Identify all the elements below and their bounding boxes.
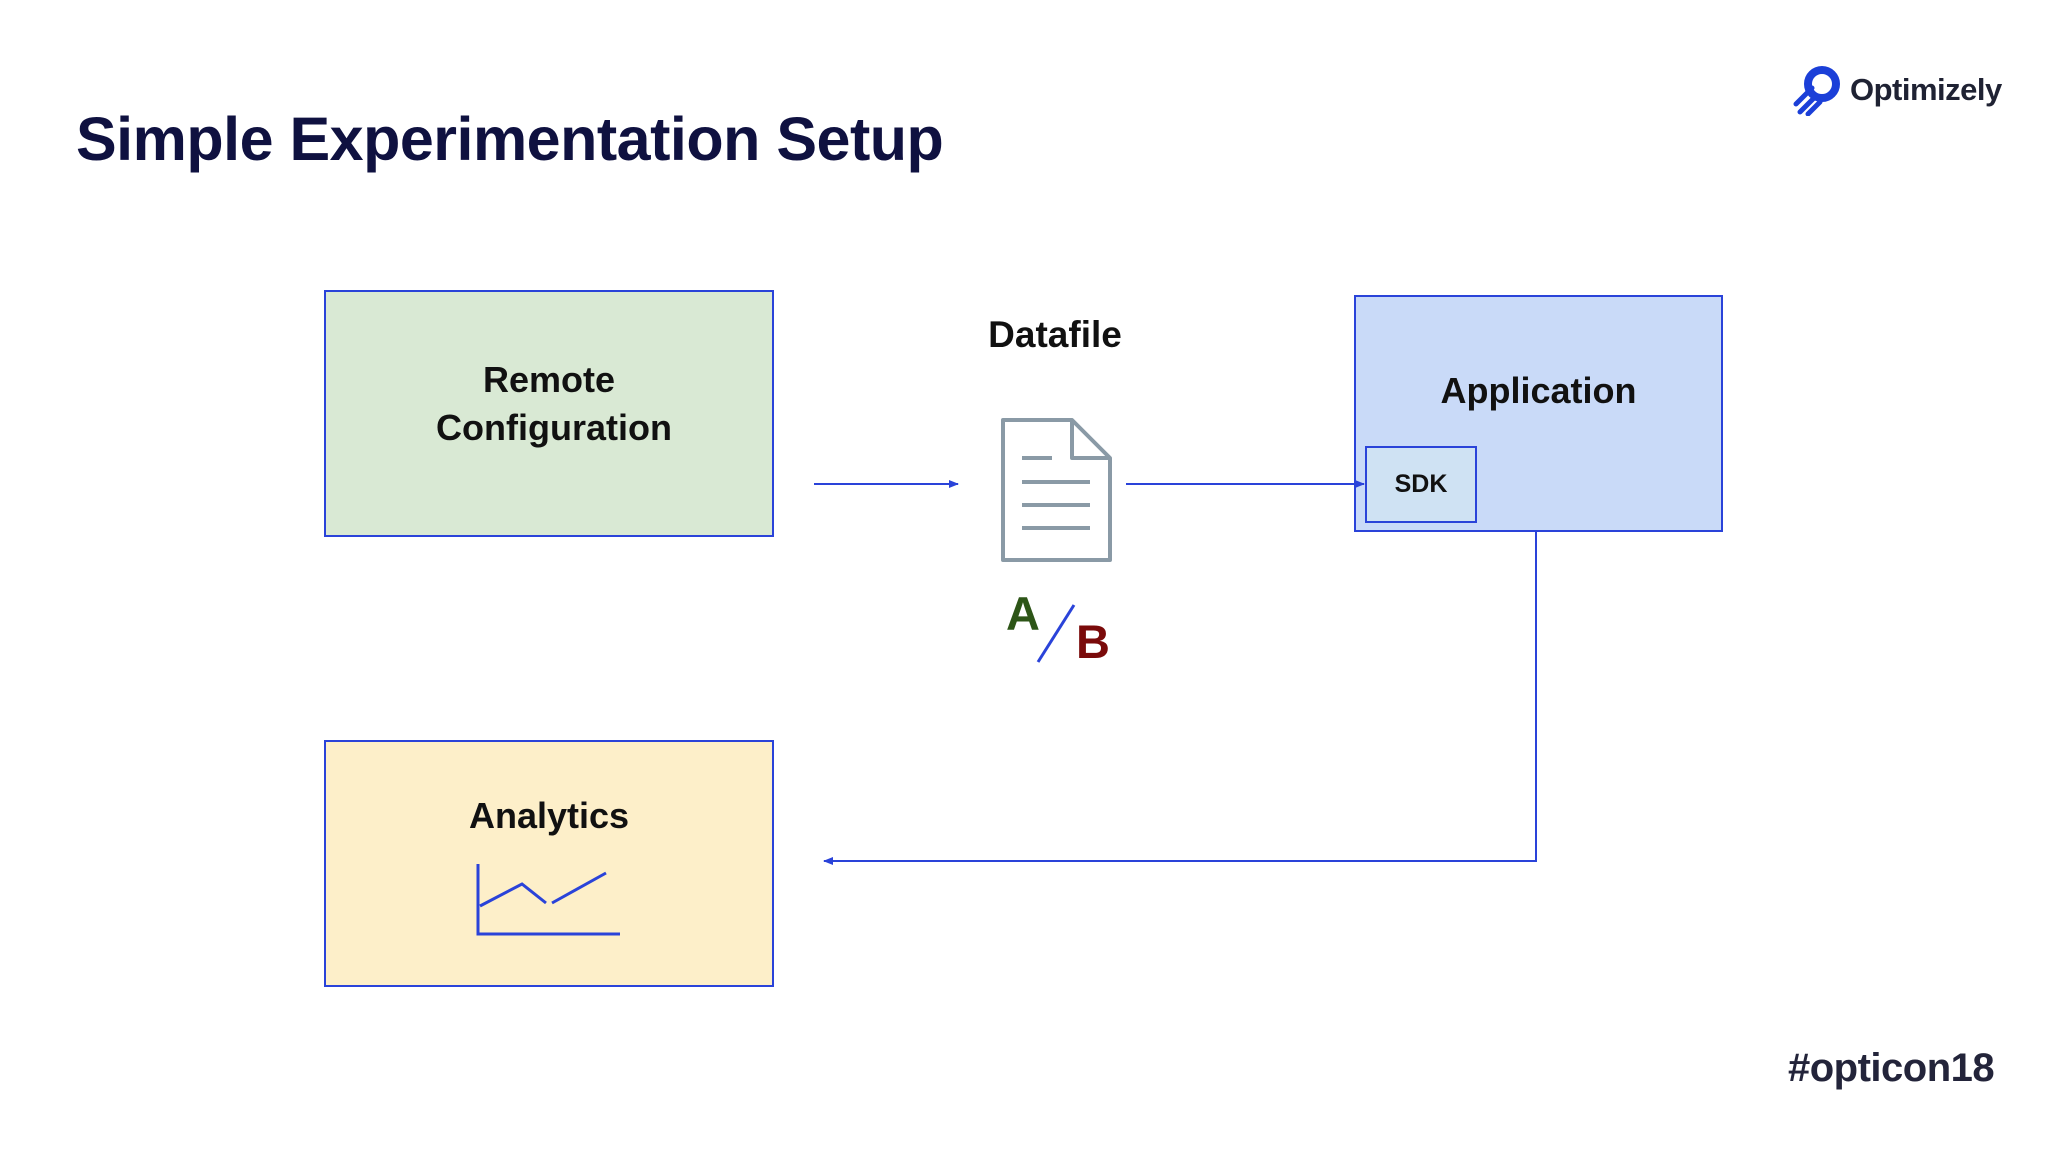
remote-configuration-box: Remote Configuration [324, 290, 774, 537]
application-label: Application [1440, 370, 1637, 411]
remote-configuration-label: Remote Configuration [436, 359, 672, 448]
variant-a-label: A [1006, 587, 1040, 640]
sdk-box: SDK [1365, 446, 1477, 523]
ab-slash [1036, 604, 1076, 663]
arrow-application-to-analytics [823, 532, 1537, 865]
sdk-label: SDK [1394, 470, 1448, 498]
slide-title: Simple Experimentation Setup [76, 105, 944, 173]
variant-b-label: B [1076, 615, 1110, 668]
datafile-label: Datafile [988, 314, 1122, 355]
line-chart-icon [476, 864, 620, 936]
document-icon [1001, 418, 1112, 562]
analytics-box: Analytics [324, 740, 774, 987]
optimizely-logo: Optimizely [1792, 60, 2002, 120]
event-hashtag: #opticon18 [1788, 1046, 1995, 1090]
optimizely-logo-icon [1793, 66, 1840, 116]
brand-name: Optimizely [1850, 72, 2002, 107]
analytics-label: Analytics [468, 795, 630, 836]
